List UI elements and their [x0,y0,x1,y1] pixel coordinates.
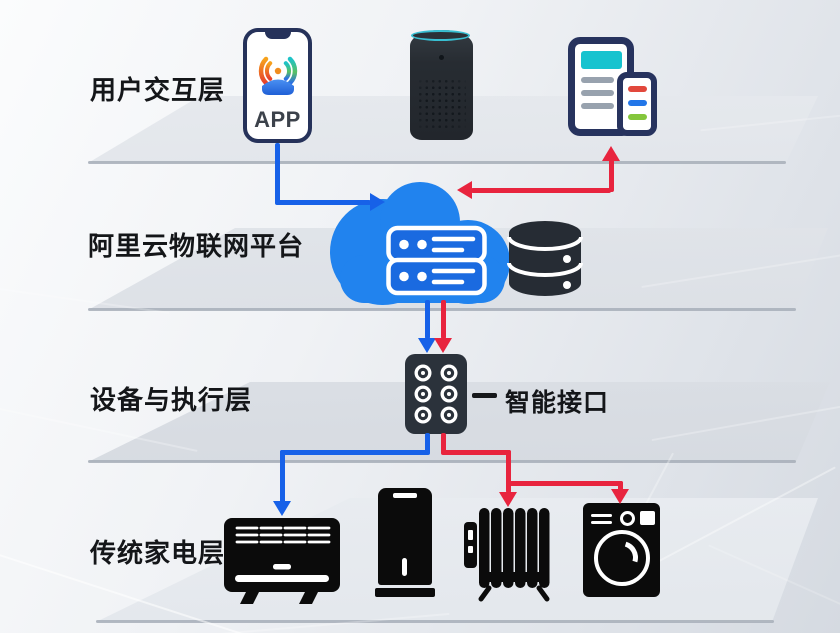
arrowhead-into-heater [273,501,291,516]
smart-interface-icon [405,354,467,434]
arrowhead-interface-red [434,338,452,353]
washer-panel-line [591,520,612,524]
layer2-label: 阿里云物联网平台 [88,231,305,261]
arrow-cloud-to-interface-red [440,300,446,339]
mini-phone-blue-bar [628,100,647,106]
cabinet-base [375,588,435,597]
interface-label: 智能接口 [505,389,610,417]
arrowhead-into-tablet [602,146,620,161]
mini-phone-red-bar [628,86,647,92]
arrowhead-into-cloud-red [457,181,472,199]
arrow-app-to-cloud-h [274,199,371,205]
layer3-label: 设备与执行层 [90,385,253,415]
arrow-interface-heater-h [279,449,430,455]
speaker-led-dot [439,55,444,60]
app-logo-icon [258,56,298,95]
washer-panel-line [591,514,612,517]
arrowhead-into-radiator [499,492,517,507]
washer-display [640,511,655,525]
mini-phone-green-bar [628,114,647,120]
arrowhead-into-cloud-blue [370,193,385,211]
tablet-header-block [581,51,622,69]
arrow-cloud-to-interface-blue [424,300,430,339]
app-label: APP [254,107,301,132]
layer3-edge [88,460,796,463]
arrow-cloud-tablet-h [471,187,611,193]
arrow-interface-heater-v1 [424,433,430,454]
arrow-interface-red-v1 [440,433,446,454]
database-icon [507,221,583,296]
smartphone-icon: APP [243,28,312,143]
cabinet-slot [402,558,407,576]
washer-door-glass [599,535,644,580]
arrow-app-to-cloud-v [274,143,280,203]
tablet-text-bar [581,77,614,83]
arrow-interface-red-h2 [505,480,623,486]
tablet-text-bar [581,90,614,96]
interface-callout-dash [472,393,497,398]
tablet-text-bar [581,103,614,109]
arrow-cloud-tablet-v [608,159,614,192]
radiator-icon [464,508,550,602]
phone-notch [264,31,291,39]
smart-speaker-icon [410,30,473,140]
layer4-edge [96,620,774,623]
cabinet-handle [393,493,417,498]
arrow-interface-red-v3 [617,480,623,491]
arrow-interface-heater-v2 [279,449,285,503]
arrow-interface-red-h1 [440,449,511,455]
speaker-grille [417,78,466,130]
server-icon [386,225,487,296]
layer4-label: 传统家电层 [90,538,226,568]
washer-knob [620,511,635,526]
washer-door [594,530,650,586]
speaker-teal-rim [411,30,470,41]
convector-heater-icon [224,518,340,604]
arrowhead-into-washer [611,489,629,504]
layer1-label: 用户交互层 [90,75,226,105]
refrigerator-icon [378,488,432,585]
washing-machine-icon [583,503,660,597]
arrow-interface-red-v2 [505,449,511,493]
layer1-edge [88,161,786,164]
cloud-icon [330,182,510,305]
mini-phone-icon [617,72,657,136]
arrowhead-interface-blue [418,338,436,353]
